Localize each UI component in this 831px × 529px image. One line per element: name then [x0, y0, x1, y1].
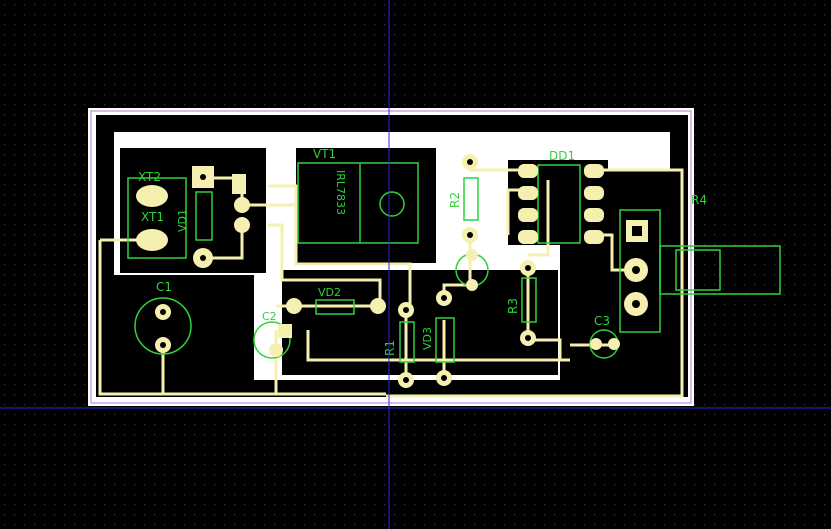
- trace-vt1-gate: [268, 184, 412, 308]
- pad-xt2: [136, 185, 168, 207]
- trace-vd1-bot: [203, 225, 244, 260]
- trace-vt1-src: [268, 223, 382, 308]
- vd3-body: [435, 317, 455, 363]
- c1-body: [134, 297, 192, 355]
- pad-vd2-k: [370, 298, 386, 314]
- label-vt1-part: IRL7833: [334, 170, 347, 215]
- vd1-body: [195, 191, 213, 241]
- pad-vt1-2: [234, 197, 250, 213]
- pad-vd2-a: [286, 298, 302, 314]
- r4-shaft: [659, 245, 781, 295]
- board-edge-inner: [90, 110, 692, 404]
- pads: [136, 154, 648, 388]
- vt1-body: [297, 162, 419, 244]
- label-c3: C3: [594, 314, 610, 328]
- copper-area-left-bottom: [114, 275, 254, 380]
- copper-area-vt1: [296, 148, 436, 263]
- pad-dd1-r2: [584, 186, 604, 200]
- pad-dd1-l4: [518, 230, 538, 244]
- pad-vt1-1: [232, 174, 246, 194]
- label-vd2: VD2: [318, 286, 341, 299]
- trace-r3: [526, 262, 562, 360]
- vt1-mount-hole: [379, 191, 405, 217]
- label-vd1: VD1: [176, 209, 189, 232]
- xt-connector-body: [127, 177, 187, 259]
- label-r3: R3: [506, 298, 520, 314]
- pad-dd1-r4: [584, 230, 604, 244]
- pad-xt1: [136, 229, 168, 251]
- trace-dd1-mid: [528, 180, 550, 257]
- label-c1: C1: [156, 280, 172, 294]
- label-vt1: VT1: [313, 147, 336, 161]
- trace-center-bot: [306, 330, 570, 362]
- pad-dd1-r1: [584, 164, 604, 178]
- trace-dd1-right: [386, 168, 684, 398]
- label-vd3: VD3: [421, 327, 434, 350]
- drill-holes: [160, 159, 642, 383]
- vd2-body: [315, 299, 355, 315]
- label-r2: R2: [448, 192, 462, 208]
- pad-q-2: [466, 279, 478, 291]
- dd1-body: [537, 164, 581, 244]
- pad-dd1-l3: [518, 208, 538, 222]
- trace-gnd-left: [98, 240, 386, 396]
- pad-dd1-r3: [584, 208, 604, 222]
- label-r1: R1: [383, 340, 397, 356]
- r3-body: [521, 277, 537, 323]
- label-xt1: XT1: [141, 210, 164, 224]
- r1-body: [399, 321, 415, 363]
- c2-body: [253, 321, 291, 359]
- r4-shaft-knurl: [675, 249, 721, 291]
- pad-dd1-l1: [518, 164, 538, 178]
- label-r4: R4: [691, 193, 707, 207]
- pad-q-1: [466, 249, 478, 261]
- pad-dd1-l2: [518, 186, 538, 200]
- pad-c2-2: [269, 343, 283, 357]
- copper-area-center: [282, 270, 558, 375]
- component-labels: XT2 XT1 VD1 VT1 IRL7833 R2 DD1 R4 C1 C2 …: [138, 147, 707, 356]
- pad-c3-1: [590, 338, 602, 350]
- pad-vt1-3: [234, 217, 250, 233]
- label-dd1: DD1: [549, 149, 575, 163]
- pad-c3-2: [608, 338, 620, 350]
- label-c2: C2: [262, 310, 277, 323]
- r2-body: [463, 177, 479, 221]
- pad-c2-1: [278, 324, 292, 338]
- label-xt2: XT2: [138, 170, 161, 184]
